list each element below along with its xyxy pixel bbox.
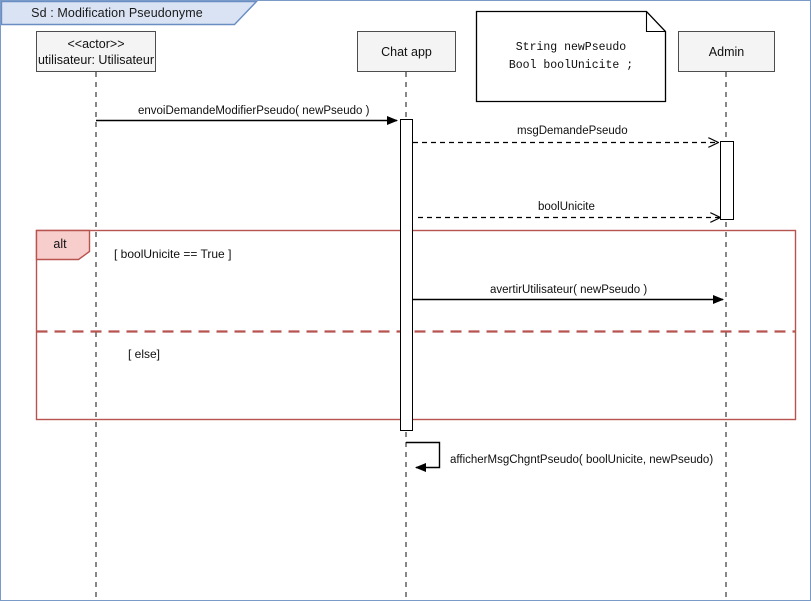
frame-title-tab: Sd : Modification Pseudonyme <box>1 1 257 25</box>
fragment-alt-operator-label: alt <box>36 230 90 260</box>
message-label-envoiDemandeModifierPseudo: envoiDemandeModifierPseudo( newPseudo ) <box>138 105 370 117</box>
fragment-guard-condition-true: [ boolUnicite == True ] <box>114 247 232 261</box>
message-label-afficherMsgChgntPseudo: afficherMsgChgntPseudo( boolUnicite, new… <box>450 454 714 466</box>
participant-admin[interactable]: Admin <box>678 31 775 72</box>
participant-chatapp-name: Chat app <box>381 44 432 59</box>
activation-bar-admin <box>720 141 734 220</box>
frame-title-text: Sd : Modification Pseudonyme <box>31 6 203 20</box>
participant-chatapp[interactable]: Chat app <box>357 31 456 72</box>
fragment-guard-condition-else: [ else] <box>128 347 161 361</box>
participant-admin-name: Admin <box>708 44 745 59</box>
activation-bar-chatapp <box>400 119 413 431</box>
note-line-1: String newPseudo <box>515 40 627 54</box>
note-variable-declarations: String newPseudo Bool boolUnicite ; <box>476 11 666 102</box>
message-label-msgDemandePseudo: msgDemandePseudo <box>517 125 628 137</box>
fragment-alt-operator-text: alt <box>53 237 67 251</box>
message-label-avertirUtilisateur: avertirUtilisateur( newPseudo ) <box>490 284 648 296</box>
note-body: String newPseudo Bool boolUnicite ; <box>476 11 666 102</box>
note-line-2: Bool boolUnicite ; <box>508 58 634 72</box>
participant-utilisateur-stereotype: <<actor>> <box>67 36 125 51</box>
participant-utilisateur-name: utilisateur: Utilisateur <box>37 52 154 67</box>
message-arrow-afficherMsgChgntPseudo <box>406 441 441 472</box>
message-label-boolUnicite: boolUnicite <box>538 201 595 213</box>
participant-utilisateur[interactable]: <<actor>> utilisateur: Utilisateur <box>36 31 156 72</box>
